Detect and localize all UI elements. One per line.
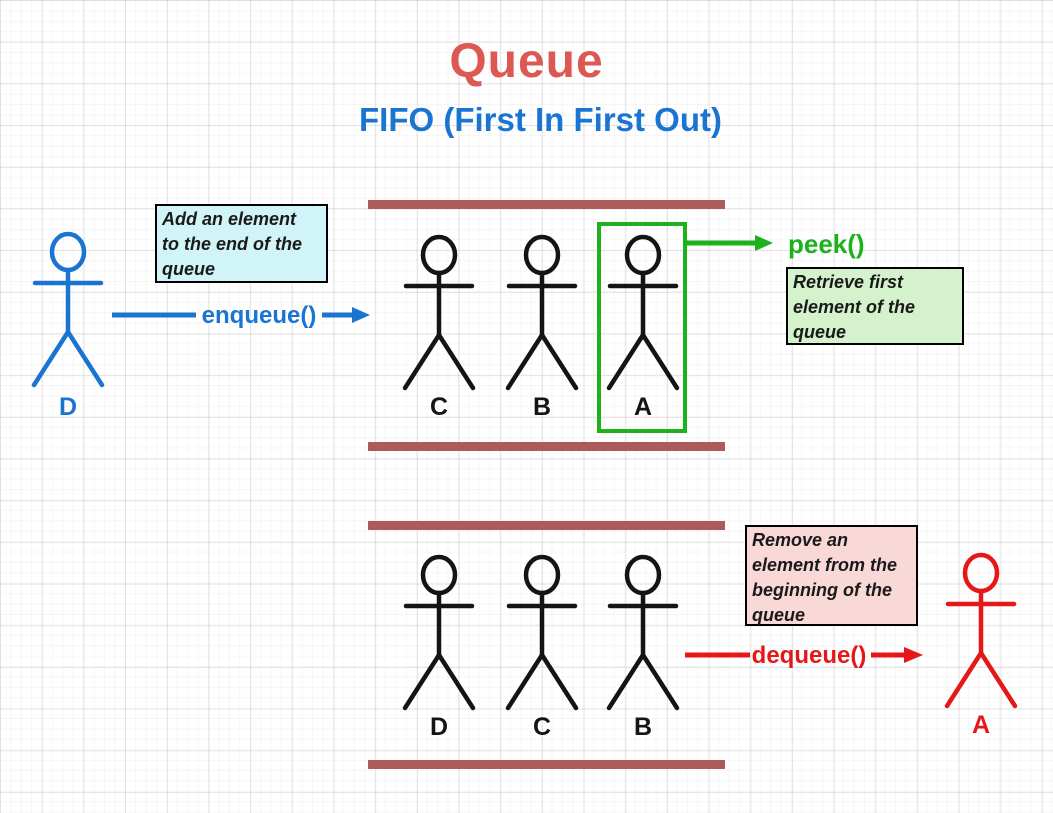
- queued-person-c2-label: C: [532, 713, 552, 741]
- queued-person-b-figure: [500, 234, 584, 392]
- stick-person-icon: [606, 234, 680, 391]
- queued-person-d2-figure: [397, 554, 481, 712]
- person-d-label: D: [58, 393, 78, 421]
- stick-person-icon: [606, 554, 680, 711]
- peek-function-label: peek(): [788, 229, 865, 259]
- queued-person-b-label: B: [532, 393, 552, 421]
- queued-person-d2-label: D: [429, 713, 449, 741]
- peek-arrow: [685, 235, 773, 251]
- stick-person-icon: [505, 234, 579, 391]
- dequeue-arrow: [685, 647, 923, 663]
- enqueue-arrow: [112, 307, 370, 323]
- queued-person-c-label: C: [429, 393, 449, 421]
- dequeue-note: Remove an element from the beginning of …: [745, 525, 918, 626]
- queue-bottom-upper-bar: [368, 521, 725, 530]
- peek-note: Retrieve first element of the queue: [786, 267, 964, 345]
- queued-person-c-figure: [397, 234, 481, 392]
- queue-bottom-lower-bar: [368, 760, 725, 769]
- person-a-removed-label: A: [971, 711, 991, 739]
- queue-top-lower-bar: [368, 442, 725, 451]
- queued-person-a-label: A: [633, 393, 653, 421]
- person-a-removed-figure: [939, 552, 1023, 710]
- dequeue-function-label: dequeue(): [751, 642, 867, 669]
- peek-highlight-rect: [597, 222, 687, 433]
- stick-person-icon: [505, 554, 579, 711]
- queued-person-a-figure: [601, 234, 685, 392]
- stick-person-icon: [944, 552, 1018, 709]
- stick-person-icon: [402, 554, 476, 711]
- stick-person-icon: [31, 231, 105, 388]
- stick-person-icon: [402, 234, 476, 391]
- person-d-incoming-figure: [26, 231, 110, 389]
- queue-top-upper-bar: [368, 200, 725, 209]
- enqueue-note: Add an element to the end of the queue: [155, 204, 328, 283]
- subtitle: FIFO (First In First Out): [359, 101, 722, 138]
- queued-person-b2-figure: [601, 554, 685, 712]
- queued-person-c2-figure: [500, 554, 584, 712]
- queued-person-b2-label: B: [633, 713, 653, 741]
- enqueue-function-label: enqueue(): [201, 302, 317, 329]
- page-title: Queue: [449, 35, 604, 88]
